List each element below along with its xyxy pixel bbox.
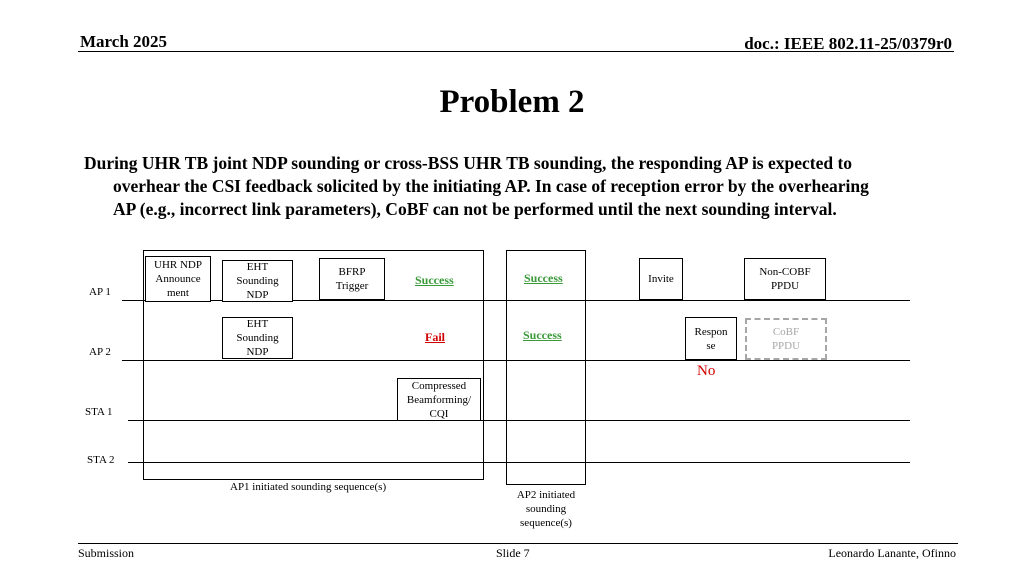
non-cobf-line2: PPDU xyxy=(770,280,800,292)
non-cobf-ppdu-box: Non-COBF PPDU xyxy=(744,258,826,300)
sta1-timeline xyxy=(128,420,910,421)
body-line-3: AP (e.g., incorrect link parameters), Co… xyxy=(113,199,837,219)
compressed-line1: Compressed xyxy=(411,379,467,392)
bfrp-trigger-box: BFRP Trigger xyxy=(319,258,385,300)
ap1-sequence-caption: AP1 initiated sounding sequence(s) xyxy=(230,481,387,493)
ap2-fail-status: Fail xyxy=(425,330,445,344)
eht-ndp2-line1: EHT xyxy=(246,318,269,330)
footer-submission: Submission xyxy=(78,546,135,560)
compressed-line3: CQI xyxy=(429,407,449,420)
ap2-seq-success-ap1: Success xyxy=(524,271,563,285)
no-indicator: No xyxy=(697,363,716,379)
eht-ndp2-line3: NDP xyxy=(246,346,269,358)
cobf-ppdu-dashed-box: CoBF PPDU xyxy=(745,318,827,360)
ap1-sequence-frame xyxy=(143,250,484,480)
ap2-sequence-frame xyxy=(506,250,586,485)
cobf-line2: PPDU xyxy=(771,340,801,352)
non-cobf-line1: Non-COBF xyxy=(759,266,811,278)
ap2-seq-success-ap2: Success xyxy=(523,328,562,342)
body-paragraph: During UHR TB joint NDP sounding or cros… xyxy=(84,152,964,221)
ap2-caption-line2: sounding xyxy=(525,503,567,515)
footer-author: Leonardo Lanante, Ofinno xyxy=(828,546,956,560)
footer-slide-number: Slide 7 xyxy=(496,546,530,560)
bfrp-line1: BFRP xyxy=(338,266,366,278)
eht-ndp1-line1: EHT xyxy=(246,261,269,273)
uhr-ndpa-line1: UHR NDP xyxy=(154,259,202,271)
uhr-ndp-announcement-box: UHR NDP Announce ment xyxy=(145,256,211,302)
ap2-caption-line3: sequence(s) xyxy=(520,517,572,529)
ap2-sequence-caption: AP2 initiated sounding sequence(s) xyxy=(496,488,596,530)
compressed-line2: Beamforming/ xyxy=(406,393,472,406)
header-date: March 2025 xyxy=(80,32,168,51)
ap2-timeline xyxy=(122,360,910,361)
ap1-success-status: Success xyxy=(415,273,454,287)
uhr-ndpa-line2: Announce xyxy=(155,273,201,285)
body-line-2: overhear the CSI feedback solicited by t… xyxy=(113,176,869,196)
sta2-timeline xyxy=(128,462,910,463)
eht-ndp1-line3: NDP xyxy=(246,289,269,301)
header-doc-id: doc.: IEEE 802.11-25/0379r0 xyxy=(744,34,952,53)
cobf-line1: CoBF xyxy=(772,326,800,338)
body-line-1: During UHR TB joint NDP sounding or cros… xyxy=(84,153,853,173)
eht-ndp2-line2: Sounding xyxy=(236,332,279,344)
row-label-ap2: AP 2 xyxy=(89,346,111,358)
row-label-sta2: STA 2 xyxy=(87,454,115,466)
header-rule xyxy=(78,51,954,52)
ap2-caption-line1: AP2 initiated xyxy=(516,489,576,501)
eht-ndp1-line2: Sounding xyxy=(236,275,279,287)
response-line2: se xyxy=(706,339,716,352)
ap1-timeline xyxy=(122,300,910,301)
invite-label: Invite xyxy=(648,273,674,285)
slide-title: Problem 2 xyxy=(439,84,585,120)
invite-box: Invite xyxy=(639,258,683,300)
uhr-ndpa-line3: ment xyxy=(166,287,189,299)
bfrp-line2: Trigger xyxy=(335,280,369,292)
response-line1: Respon xyxy=(694,325,728,338)
row-label-ap1: AP 1 xyxy=(89,286,111,298)
row-label-sta1: STA 1 xyxy=(85,406,113,418)
footer-rule xyxy=(78,543,958,544)
